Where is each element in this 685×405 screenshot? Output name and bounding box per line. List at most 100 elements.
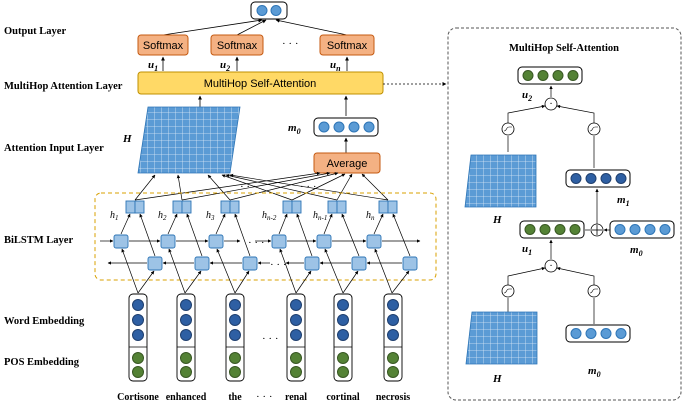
word-embedding-dot (337, 314, 349, 326)
embedding-column-4 (286, 293, 306, 382)
h-matrix (137, 106, 241, 174)
word-3: the (228, 392, 242, 403)
word-1: Cortisone (117, 392, 159, 403)
pos-embedding-dot (387, 366, 399, 378)
pos-embedding-dot (180, 352, 192, 364)
embedding-columns (128, 293, 403, 382)
multihop-detail-panel (447, 27, 682, 401)
softmax-label: Softmax (143, 40, 184, 52)
ellipsis: · · · (240, 181, 257, 193)
dot-symbol: · (549, 99, 552, 110)
m1-vector (565, 169, 631, 188)
u2-vector (517, 66, 583, 85)
word-2: enhanced (166, 392, 207, 403)
forward-lstm-cells (113, 234, 382, 249)
softmax-box-1: Softmax (137, 34, 189, 56)
word-embedding-dot (387, 299, 399, 311)
pos-embedding-dot (387, 352, 399, 364)
word-embedding-dot (132, 299, 144, 311)
ellipsis: · · · (248, 237, 265, 249)
pos-embedding-dot (229, 352, 241, 364)
average-box: Average (313, 152, 381, 174)
multihop-attention-layer-label: MultiHop Attention Layer (4, 81, 123, 92)
u2-label: u2 (220, 59, 230, 73)
hn-label: hn (366, 210, 375, 222)
m0-panel-label-mid: m0 (630, 244, 643, 258)
pos-embedding-dot (180, 366, 192, 378)
panel-h-label-top: H (492, 214, 502, 226)
m0-panel-vector-bottom (565, 324, 631, 343)
word-embedding-dot (290, 329, 302, 341)
word-embedding-dot (337, 299, 349, 311)
m1-panel-label: m1 (617, 194, 630, 208)
add-op-icon (590, 223, 604, 237)
pos-embedding-dot (337, 352, 349, 364)
ellipsis: · · · (256, 391, 273, 403)
attention-input-layer-label: Attention Input Layer (4, 143, 104, 154)
output-layer-label: Output Layer (4, 26, 66, 37)
word-embedding-dot (337, 329, 349, 341)
embedding-column-5 (333, 293, 353, 382)
sigmoid-op-icon (587, 284, 601, 298)
word-embedding-dot (132, 314, 144, 326)
pos-embedding-dot (229, 366, 241, 378)
dot-product-op-icon (544, 97, 558, 111)
multihop-self-attention-label: MultiHop Self-Attention (204, 78, 317, 90)
multihop-self-attention-box: MultiHop Self-Attention (137, 71, 384, 95)
embedding-column-3 (225, 293, 245, 382)
word-embedding-dot (180, 299, 192, 311)
hn-1-label: hn-1 (313, 210, 327, 222)
ellipsis: · · · (262, 333, 279, 345)
pos-embedding-dot (132, 366, 144, 378)
u1-vector (519, 220, 585, 239)
embedding-column-2 (176, 293, 196, 382)
embedding-column-1 (128, 293, 148, 382)
word-embedding-label: Word Embedding (4, 316, 85, 327)
hn-2-label: hn-2 (262, 210, 277, 222)
h1-label: h1 (110, 210, 119, 222)
pos-embedding-dot (337, 366, 349, 378)
word-embedding-dot (229, 299, 241, 311)
pos-embedding-dot (132, 352, 144, 364)
sigmoid-op-icon (501, 284, 515, 298)
pos-embedding-dot (290, 352, 302, 364)
ellipsis: · · · (270, 259, 287, 271)
word-embedding-dot (229, 314, 241, 326)
bilstm-layer-label: BiLSTM Layer (4, 235, 73, 246)
h2-label: h2 (158, 210, 167, 222)
bilstm-region (94, 192, 437, 281)
u1-panel-label: u1 (522, 243, 532, 257)
m0-panel-label-bottom: m0 (588, 365, 601, 379)
word-6: necrosis (376, 392, 410, 403)
pos-embedding-label: POS Embedding (4, 357, 80, 368)
word-embedding-dot (229, 329, 241, 341)
output-vector (250, 1, 288, 20)
word-4: renal (285, 392, 307, 403)
word-embedding-dot (387, 329, 399, 341)
h-matrix-label: H (122, 133, 132, 145)
word-embedding-dot (290, 299, 302, 311)
word-embedding-dot (290, 314, 302, 326)
word-embedding-dot (180, 314, 192, 326)
un-label: un (330, 59, 341, 73)
u2-panel-label: u2 (522, 89, 532, 103)
word-embedding-dot (387, 314, 399, 326)
word-embedding-dot (180, 329, 192, 341)
average-label: Average (327, 158, 368, 170)
sigmoid-op-icon (501, 122, 515, 136)
word-embedding-dot (132, 329, 144, 341)
backward-lstm-cells (147, 256, 418, 271)
softmax-box-2: Softmax (210, 34, 264, 56)
m0-label: m0 (288, 122, 301, 136)
pos-embedding-dot (290, 366, 302, 378)
panel-h-matrix-top (464, 154, 537, 208)
softmax-label: Softmax (327, 40, 368, 52)
sigmoid-op-icon (587, 122, 601, 136)
ellipsis: · · · (300, 181, 317, 193)
dot-product-op-icon (544, 259, 558, 273)
softmax-ellipsis: · · · (282, 38, 299, 50)
panel-h-matrix-bottom (465, 311, 538, 365)
dot-symbol: · (549, 261, 552, 272)
u1-label: u1 (148, 59, 158, 73)
m0-panel-vector (609, 220, 675, 239)
